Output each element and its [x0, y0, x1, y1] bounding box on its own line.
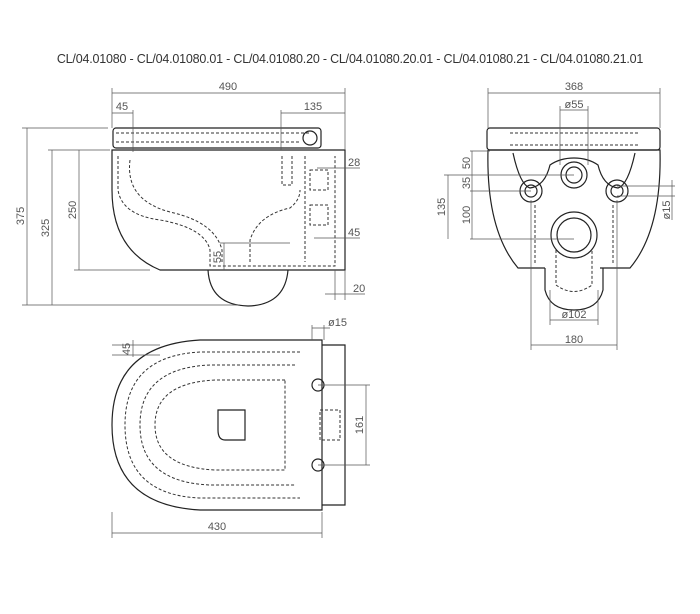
side-view: 490 45 135 375 325 250 55 28 45 20	[15, 81, 365, 307]
dim-161: 161	[354, 416, 366, 434]
dim-outlet-height: 55	[212, 251, 224, 263]
bowl-outline	[111, 149, 346, 271]
model-codes-title: CL/04.01080 - CL/04.01080.01 - CL/04.010…	[56, 52, 644, 66]
dim-35: 35	[461, 177, 473, 189]
bowl-front	[487, 149, 661, 269]
dim-inlet-diameter: ø55	[565, 99, 584, 111]
dim-rim-height: 250	[67, 201, 79, 219]
dim-45-top: 45	[121, 343, 133, 355]
dim-front-offset: 45	[116, 101, 128, 113]
dim-fixing-diameter-top: ø15	[328, 317, 347, 329]
trap-outline	[207, 269, 289, 307]
bowl-top-outline	[111, 339, 323, 511]
dim-bowl-height: 325	[40, 219, 52, 237]
dim-length: 430	[208, 521, 226, 533]
top-view: 430 45 ø15 161	[111, 317, 370, 538]
dim-fixing-offset: 135	[304, 101, 322, 113]
dim-fixing-spacing: 180	[565, 334, 583, 346]
dim-45: 45	[348, 227, 360, 239]
front-view: 368 ø55 50 35 100 135 ø15 ø102 180	[436, 81, 675, 350]
dim-front-width: 368	[565, 81, 583, 93]
seat-outline	[112, 127, 322, 149]
dim-outlet-diameter: ø102	[561, 309, 586, 321]
seat-front	[486, 127, 661, 151]
dim-28: 28	[348, 157, 360, 169]
hinge	[302, 130, 318, 146]
dim-50: 50	[461, 157, 473, 169]
dim-135: 135	[436, 198, 448, 216]
dim-20: 20	[353, 283, 365, 295]
dim-100: 100	[461, 206, 473, 224]
dim-total-height: 375	[15, 207, 27, 225]
dim-width: 490	[219, 81, 237, 93]
dim-fixing-diameter: ø15	[661, 201, 673, 220]
